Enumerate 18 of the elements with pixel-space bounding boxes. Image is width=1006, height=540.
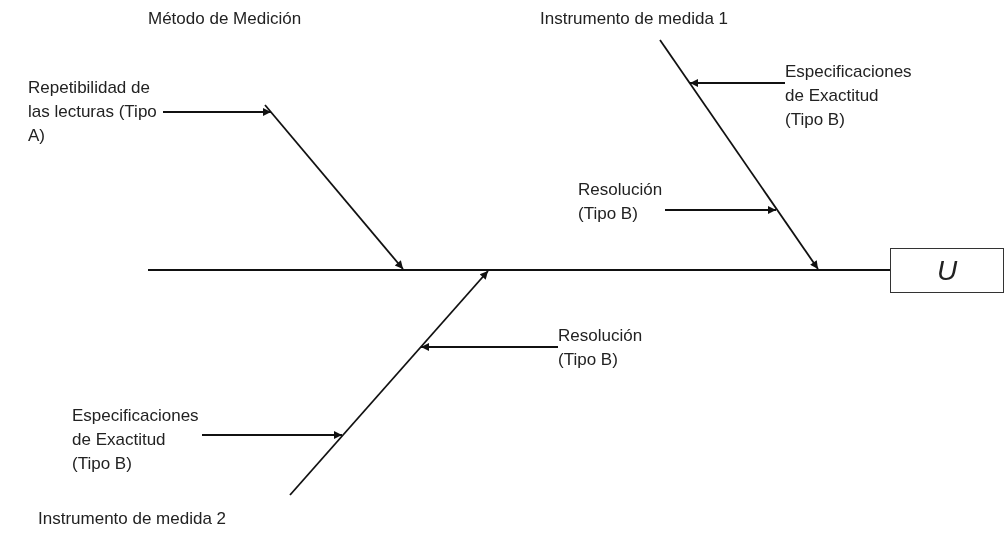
cause-text: Resolución (Tipo B) bbox=[558, 324, 653, 372]
bone-arrow bbox=[264, 104, 404, 270]
cause-text: Repetibilidad de las lecturas (Tipo A) bbox=[28, 76, 163, 148]
cause-arrow bbox=[689, 79, 786, 87]
bone-arrow bbox=[659, 39, 819, 270]
category-label: Instrumento de medida 1 bbox=[540, 8, 729, 30]
effect-box: U bbox=[890, 248, 1004, 293]
cause-arrow bbox=[201, 431, 343, 439]
cause-text: Especificaciones de Exactitud (Tipo B) bbox=[72, 404, 202, 476]
category-label: Método de Medición bbox=[148, 8, 302, 30]
cause-arrow bbox=[664, 206, 777, 214]
cause-text: Especificaciones de Exactitud (Tipo B) bbox=[785, 60, 915, 132]
bone-arrow bbox=[289, 270, 489, 496]
cause-text: Resolución (Tipo B) bbox=[578, 178, 665, 226]
cause-arrow bbox=[420, 343, 559, 351]
spine-line bbox=[148, 269, 890, 271]
cause-arrow bbox=[162, 108, 272, 116]
category-label: Instrumento de medida 2 bbox=[38, 508, 227, 530]
